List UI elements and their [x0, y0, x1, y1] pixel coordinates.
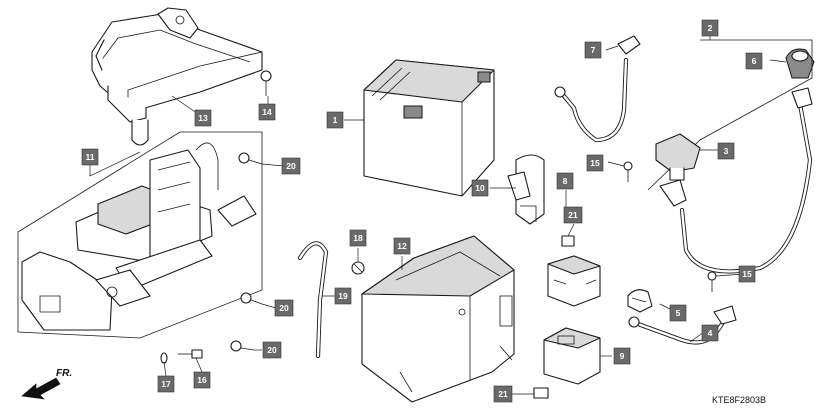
- callout-21-top: 21: [563, 206, 583, 224]
- callout-5: 5: [669, 304, 687, 322]
- svg-text:11: 11: [86, 152, 95, 162]
- battery-case-12: [361, 235, 515, 403]
- svg-text:20: 20: [286, 161, 296, 171]
- svg-text:15: 15: [590, 158, 600, 168]
- bolt-20-top: [238, 152, 263, 165]
- svg-text:19: 19: [338, 291, 348, 301]
- svg-text:20: 20: [267, 345, 277, 355]
- callout-10: 10: [471, 179, 489, 197]
- svg-text:3: 3: [724, 146, 729, 156]
- diagram-code: KTE8F2803B: [712, 395, 766, 405]
- callout-1: 1: [326, 111, 344, 129]
- fuse-21-top: [561, 235, 575, 247]
- bolt-20-middle: [240, 292, 263, 305]
- svg-text:1: 1: [333, 115, 338, 125]
- svg-text:2: 2: [708, 23, 713, 33]
- svg-text:4: 4: [708, 328, 713, 338]
- terminal-cap-5: [627, 289, 653, 313]
- svg-text:18: 18: [353, 233, 363, 243]
- front-direction-arrow: FR.: [21, 368, 72, 400]
- cable-7: [554, 35, 641, 143]
- callout-13: 13: [194, 109, 212, 127]
- bolt-15-bottom: [707, 271, 717, 292]
- bolt-14: [260, 70, 272, 96]
- callout-4: 4: [701, 324, 719, 342]
- direction-label: FR.: [56, 368, 72, 379]
- svg-text:13: 13: [198, 113, 208, 123]
- callout-3: 3: [717, 142, 735, 160]
- callout-14: 14: [258, 103, 276, 121]
- bolt-16: [178, 349, 203, 359]
- terminal-cover-6: [785, 48, 815, 79]
- svg-text:8: 8: [563, 176, 568, 186]
- callout-12: 12: [393, 237, 411, 255]
- battery-cover-13: [91, 7, 263, 146]
- callout-9: 9: [613, 347, 631, 365]
- callout-18: 18: [349, 229, 367, 247]
- svg-text:10: 10: [475, 183, 485, 193]
- starter-relay-8: [547, 235, 601, 307]
- callout-7: 7: [584, 41, 602, 59]
- callout-11: 11: [81, 148, 99, 166]
- callout-17: 17: [157, 375, 175, 393]
- bolt-15-top: [623, 161, 633, 182]
- relay-cover-9: [543, 327, 601, 385]
- svg-text:6: 6: [752, 56, 757, 66]
- svg-text:7: 7: [591, 45, 596, 55]
- callout-16: 16: [193, 371, 211, 389]
- holder-10: [507, 154, 545, 225]
- svg-text:15: 15: [742, 269, 752, 279]
- callout-21-bottom: 21: [493, 385, 513, 403]
- callout-20-bottom: 20: [262, 341, 282, 359]
- callout-6: 6: [745, 52, 763, 70]
- svg-text:5: 5: [676, 308, 681, 318]
- fuse-21-bottom: [533, 387, 549, 399]
- callout-8: 8: [556, 172, 574, 190]
- terminal-cover-3: [655, 133, 701, 181]
- svg-text:16: 16: [197, 375, 207, 385]
- callout-2: 2: [701, 19, 719, 37]
- svg-text:21: 21: [568, 210, 578, 220]
- washer-17: [160, 352, 168, 364]
- svg-text:17: 17: [161, 379, 171, 389]
- bolt-20-bottom: [230, 340, 255, 352]
- callout-15-bottom: 15: [738, 265, 756, 283]
- cable-2: [647, 39, 813, 274]
- svg-text:14: 14: [262, 107, 272, 117]
- svg-text:9: 9: [620, 351, 625, 361]
- callout-20-middle: 20: [274, 299, 294, 317]
- svg-text:12: 12: [397, 241, 407, 251]
- breather-tube-19: [297, 241, 329, 359]
- callout-20-top: 20: [281, 157, 301, 175]
- battery-1: [363, 59, 495, 197]
- svg-text:20: 20: [279, 303, 289, 313]
- callout-15-top: 15: [586, 154, 604, 172]
- battery-bracket-11: [17, 131, 263, 339]
- callout-19: 19: [334, 287, 352, 305]
- clip-18: [351, 261, 365, 275]
- svg-text:21: 21: [498, 389, 508, 399]
